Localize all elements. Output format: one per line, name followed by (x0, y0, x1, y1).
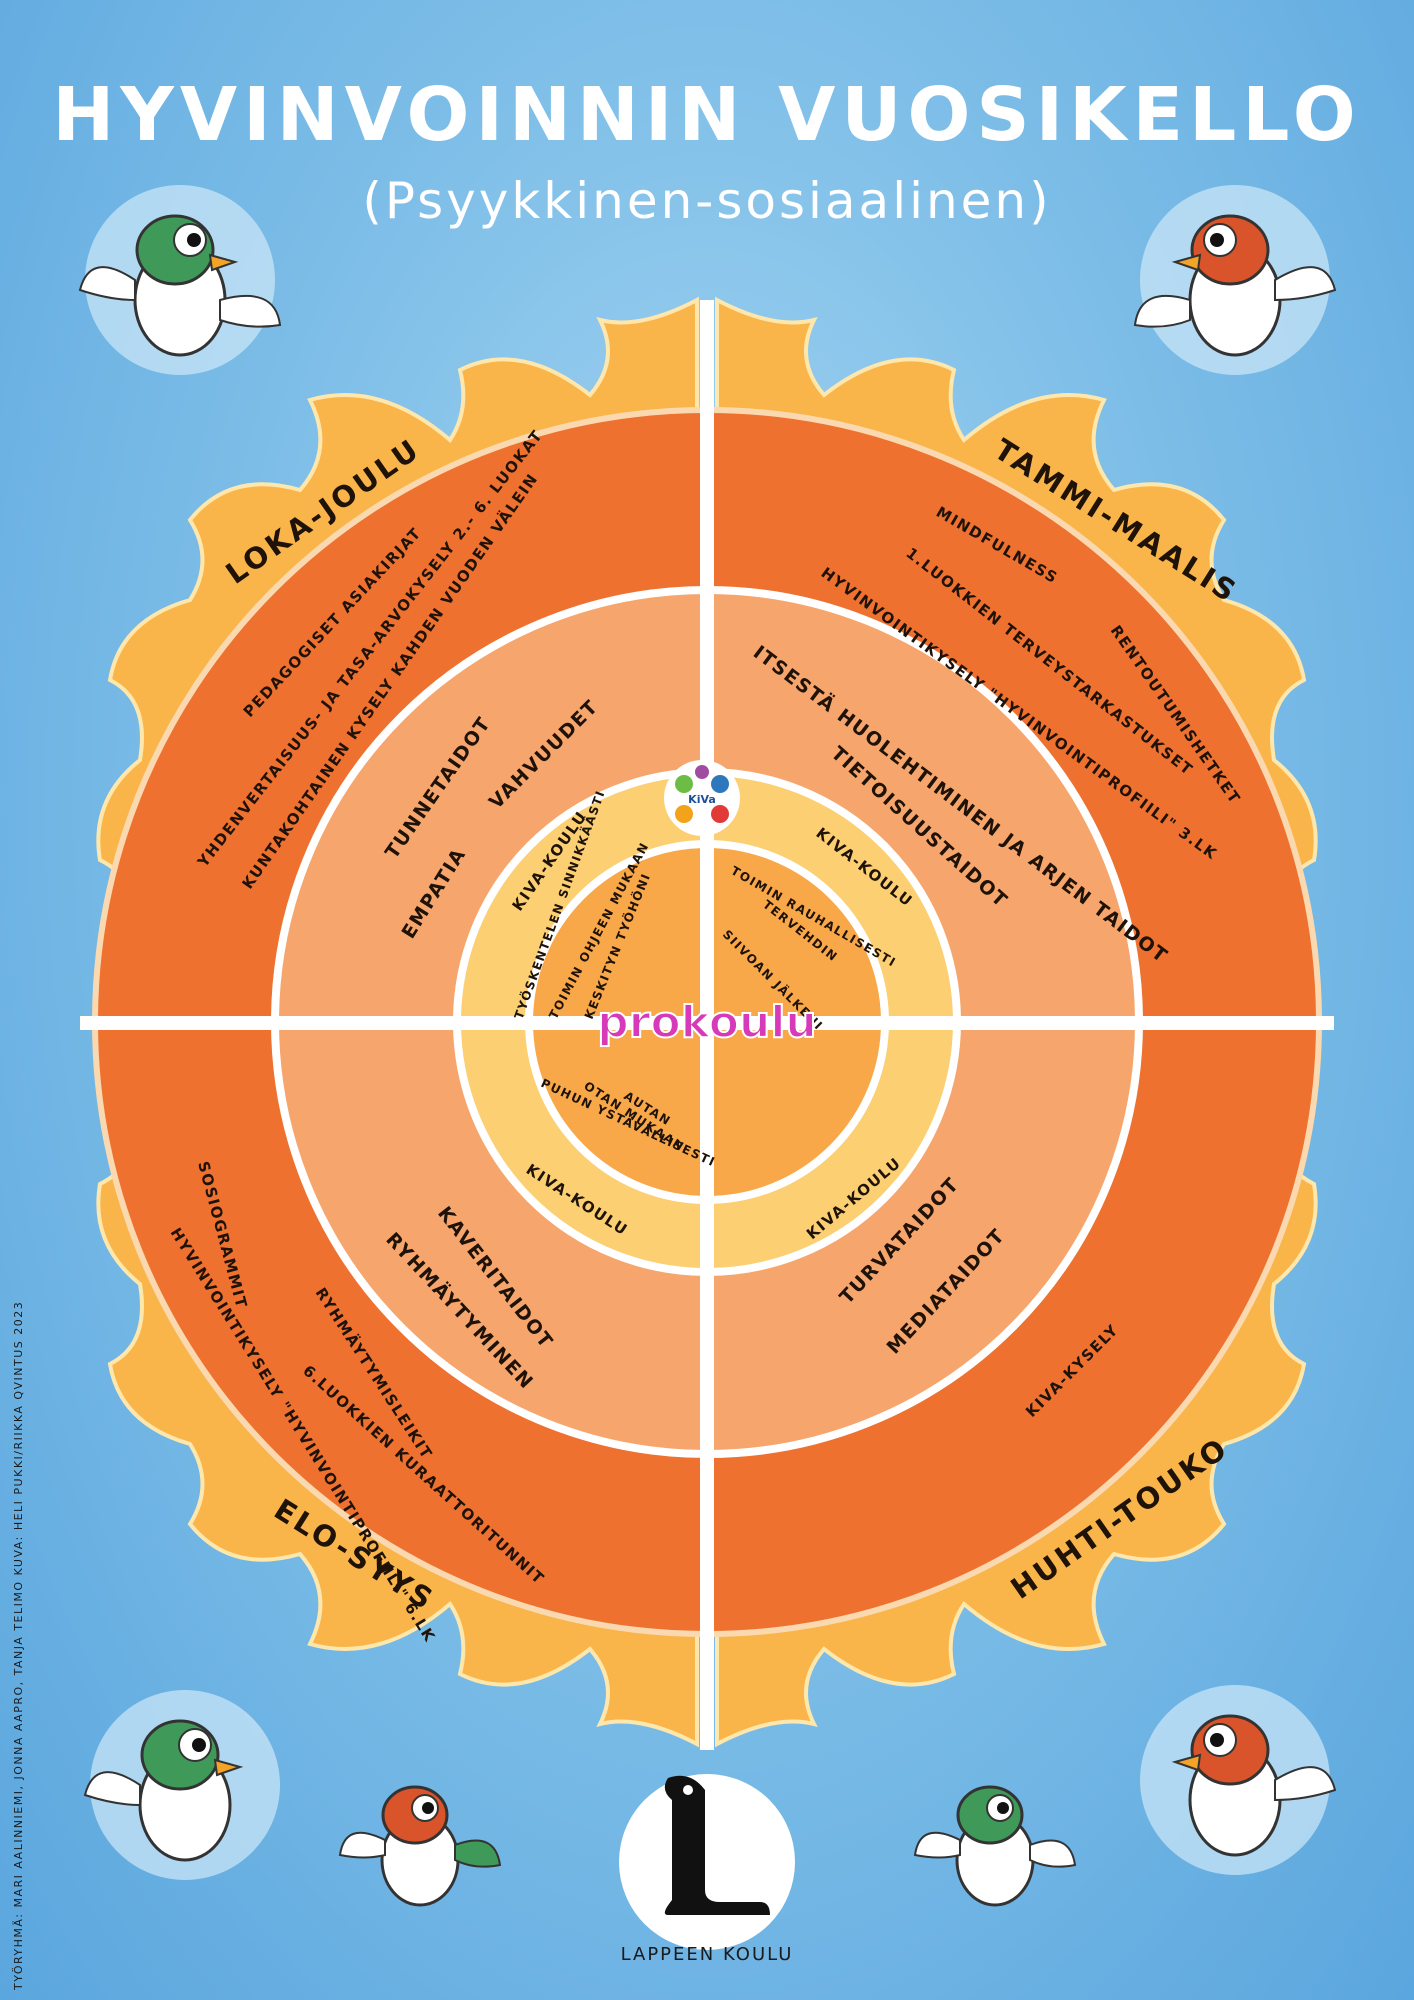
credits: TYÖRYHMÄ: MARI AALINNIEMI, JONNA AAPRO, … (12, 1300, 25, 1990)
bird-bottom-center-left (338, 1785, 502, 1907)
bird-top-left (78, 185, 282, 375)
kiva-logo-text: KiVa (688, 793, 716, 806)
bird-bottom-center-right (913, 1785, 1077, 1907)
bird-bottom-right (1140, 1685, 1337, 1875)
rings (80, 300, 1334, 1750)
horizontal-divider (80, 1016, 1334, 1030)
prokoulu-logo: prokoulu (597, 997, 816, 1048)
school-logo (619, 1774, 795, 1950)
school-name: LAPPEEN KOULU (620, 1944, 794, 1965)
bird-top-right (1133, 185, 1337, 375)
page-subtitle: (Psyykkinen-sosiaalinen) (362, 172, 1052, 230)
bird-bottom-left (83, 1690, 280, 1880)
page-title: HYVINVOINNIN VUOSIKELLO (52, 72, 1362, 158)
kiva-logo: KiVa (664, 760, 740, 836)
